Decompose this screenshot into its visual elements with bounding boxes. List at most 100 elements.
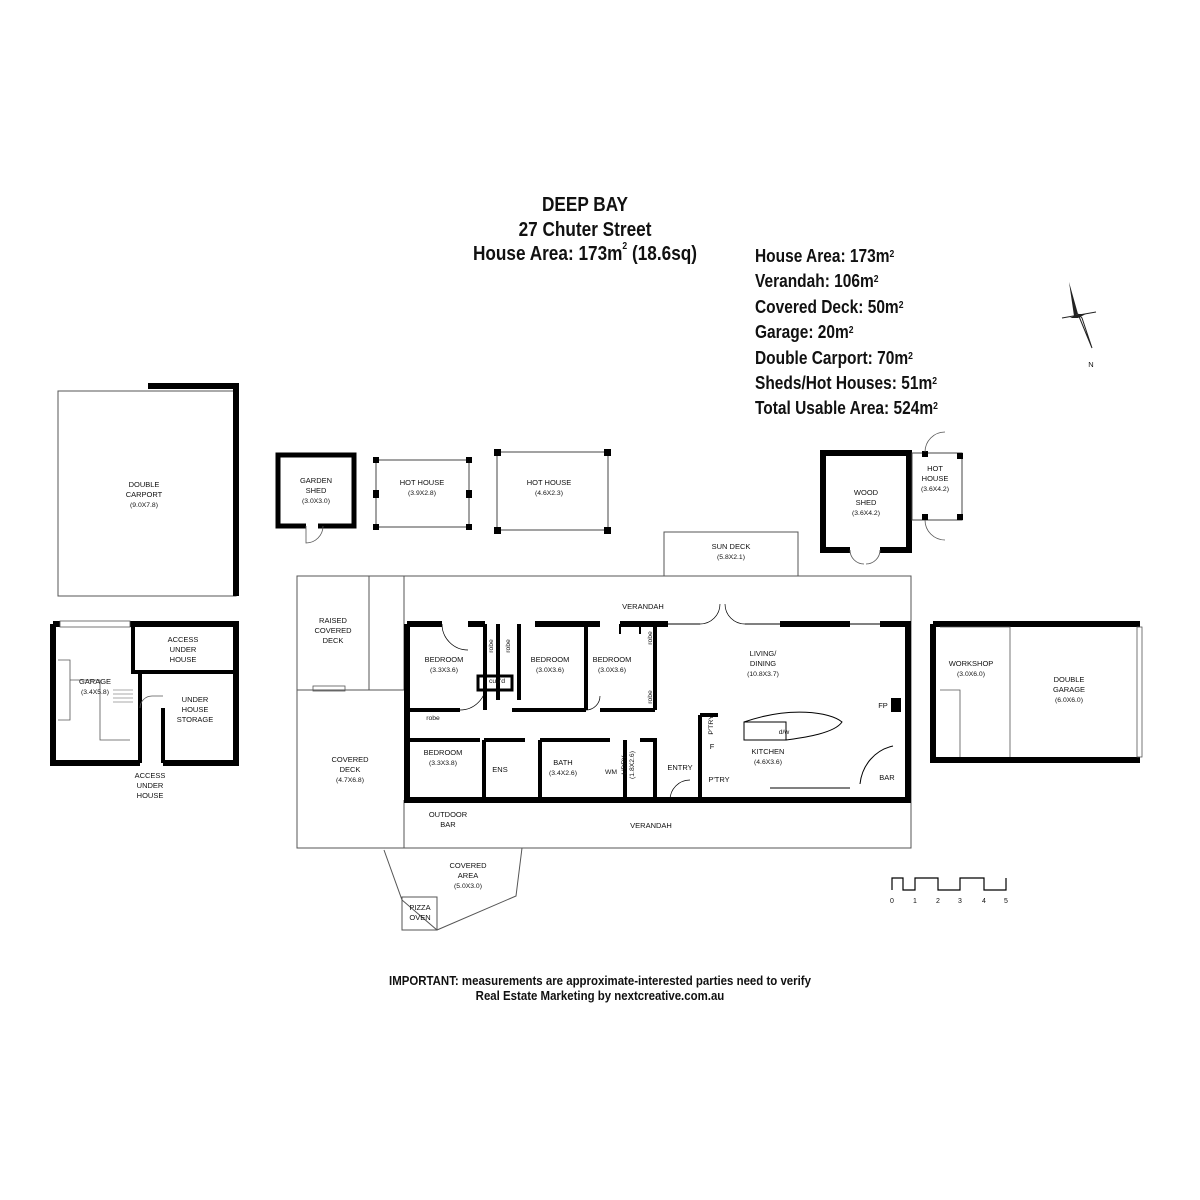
svg-text:robe: robe — [647, 690, 654, 704]
svg-text:BEDROOM: BEDROOM — [531, 655, 570, 664]
svg-text:ENTRY: ENTRY — [667, 763, 692, 772]
area-total: Total Usable Area: 524m2 — [755, 398, 938, 419]
svg-text:WM: WM — [605, 769, 617, 776]
svg-text:SHED: SHED — [856, 498, 877, 507]
svg-text:BAR: BAR — [879, 773, 895, 782]
svg-text:WOOD: WOOD — [854, 488, 879, 497]
svg-text:(3.4X2.6): (3.4X2.6) — [549, 770, 577, 777]
area-sheds: Sheds/Hot Houses: 51m2 — [755, 372, 937, 393]
svg-text:CARPORT: CARPORT — [126, 490, 163, 499]
svg-text:DOUBLE: DOUBLE — [129, 480, 160, 489]
svg-text:robe: robe — [488, 639, 495, 653]
svg-text:4: 4 — [982, 898, 986, 905]
svg-text:LIVING/: LIVING/ — [750, 649, 778, 658]
svg-text:(3.6X4.2): (3.6X4.2) — [921, 486, 949, 493]
svg-text:(5.0X3.0): (5.0X3.0) — [454, 883, 482, 890]
svg-text:HOUSE: HOUSE — [137, 791, 164, 800]
room-labels: BEDROOM (3.3X3.6) BEDROOM (3.0X3.6) BEDR… — [424, 631, 896, 784]
area-summary: House Area: 173m2 Verandah: 106m2 Covere… — [755, 244, 938, 422]
svg-text:0: 0 — [890, 898, 894, 905]
svg-text:DECK: DECK — [323, 636, 344, 645]
wood-shed: WOOD SHED (3.6X4.2) — [820, 450, 912, 565]
svg-text:COVERED: COVERED — [331, 755, 369, 764]
svg-text:robe: robe — [426, 715, 440, 722]
covered-area: COVERED AREA (5.0X3.0) PIZZA OVEN — [383, 847, 523, 931]
svg-text:(9.0X7.8): (9.0X7.8) — [130, 502, 158, 509]
svg-text:COVERED: COVERED — [449, 861, 487, 870]
disclaimer: IMPORTANT: measurements are approximate-… — [389, 973, 811, 988]
svg-text:5: 5 — [1004, 898, 1008, 905]
svg-text:HOT: HOT — [927, 464, 943, 473]
svg-text:(3.6X4.2): (3.6X4.2) — [852, 510, 880, 517]
svg-text:P'TRY: P'TRY — [708, 775, 729, 784]
sun-deck: SUN DECK (5.8X2.1) — [663, 531, 799, 577]
svg-text:ACCESS: ACCESS — [168, 635, 199, 644]
svg-text:(6.0X6.0): (6.0X6.0) — [1055, 697, 1083, 704]
svg-text:(4.6X3.6): (4.6X3.6) — [754, 759, 782, 766]
hot-house-1: HOT HOUSE (3.9X2.8) — [373, 457, 472, 530]
workshop-garage: WORKSHOP (3.0X6.0) DOUBLE GARAGE (6.0X6.… — [930, 621, 1143, 763]
svg-text:(5.8X2.1): (5.8X2.1) — [717, 554, 745, 561]
svg-text:UNDER: UNDER — [137, 781, 164, 790]
double-carport: DOUBLE CARPORT (9.0X7.8) — [57, 383, 239, 597]
svg-text:BAR: BAR — [440, 820, 456, 829]
property-house-area: House Area: 173m2 (18.6sq) — [472, 241, 698, 265]
svg-text:FP: FP — [878, 701, 888, 710]
svg-text:(10.8X3.7): (10.8X3.7) — [747, 671, 779, 678]
svg-text:GARAGE: GARAGE — [1053, 685, 1085, 694]
hot-house-3: HOT HOUSE (3.6X4.2) — [911, 431, 963, 541]
svg-text:robe: robe — [505, 639, 512, 653]
svg-text:WORKSHOP: WORKSHOP — [949, 659, 994, 668]
compass-icon: N — [1061, 282, 1097, 369]
svg-text:(1.8X2.6): (1.8X2.6) — [629, 751, 636, 779]
compass-north-label: N — [1088, 360, 1093, 369]
svg-text:d/w: d/w — [779, 729, 790, 736]
svg-text:(3.0X3.6): (3.0X3.6) — [536, 667, 564, 674]
area-garage: Garage: 20m2 — [755, 322, 854, 343]
svg-text:HOUSE: HOUSE — [170, 655, 197, 664]
svg-text:GARDEN: GARDEN — [300, 476, 332, 485]
scale-bar: 0 1 2 3 4 5 — [890, 877, 1008, 905]
property-street: 27 Chuter Street — [518, 219, 652, 241]
svg-text:DOUBLE: DOUBLE — [1054, 675, 1085, 684]
property-suburb: DEEP BAY — [541, 194, 629, 216]
svg-text:BATH: BATH — [553, 758, 572, 767]
svg-text:COVERED: COVERED — [314, 626, 352, 635]
garage-block: GARAGE (3.4X5.8) ACCESS UNDER HOUSE UNDE… — [50, 620, 239, 800]
svg-text:cup'd: cup'd — [489, 678, 505, 685]
svg-text:HOUSE: HOUSE — [922, 474, 949, 483]
svg-text:ACCESS: ACCESS — [135, 771, 166, 780]
svg-text:SHED: SHED — [306, 486, 327, 495]
svg-text:HOT HOUSE: HOT HOUSE — [400, 478, 444, 487]
svg-text:3: 3 — [958, 898, 962, 905]
svg-text:P'TRY: P'TRY — [708, 715, 715, 735]
svg-text:PIZZA: PIZZA — [409, 903, 430, 912]
svg-text:KITCHEN: KITCHEN — [752, 747, 785, 756]
verandah-outline: VERANDAH VERANDAH RAISED COVERED DECK CO… — [296, 575, 912, 849]
svg-text:UNDER: UNDER — [170, 645, 197, 654]
svg-text:DECK: DECK — [340, 765, 361, 774]
svg-text:2: 2 — [936, 898, 940, 905]
svg-text:robe: robe — [647, 631, 654, 645]
garden-shed: GARDEN SHED (3.0X3.0) — [275, 452, 357, 544]
hot-house-2: HOT HOUSE (4.6X2.3) — [494, 449, 611, 534]
area-covered-deck: Covered Deck: 50m2 — [755, 296, 904, 317]
svg-text:DINING: DINING — [750, 659, 776, 668]
svg-text:(4.7X6.8): (4.7X6.8) — [336, 777, 364, 784]
svg-text:(3.4X5.8): (3.4X5.8) — [81, 689, 109, 696]
svg-text:SUN DECK: SUN DECK — [712, 542, 751, 551]
svg-text:STORAGE: STORAGE — [177, 715, 214, 724]
svg-text:AREA: AREA — [458, 871, 478, 880]
svg-text:(3.3X3.8): (3.3X3.8) — [429, 760, 457, 767]
svg-text:UNDER: UNDER — [182, 695, 209, 704]
svg-text:OVEN: OVEN — [409, 913, 430, 922]
svg-text:BEDROOM: BEDROOM — [425, 655, 464, 664]
svg-text:(3.9X2.8): (3.9X2.8) — [408, 490, 436, 497]
main-house — [404, 603, 911, 803]
svg-text:HOT HOUSE: HOT HOUSE — [527, 478, 571, 487]
svg-text:L'DRY: L'DRY — [621, 755, 628, 775]
svg-text:HOUSE: HOUSE — [182, 705, 209, 714]
svg-text:(3.0X6.0): (3.0X6.0) — [957, 671, 985, 678]
credit: Real Estate Marketing by nextcreative.co… — [475, 988, 725, 1003]
